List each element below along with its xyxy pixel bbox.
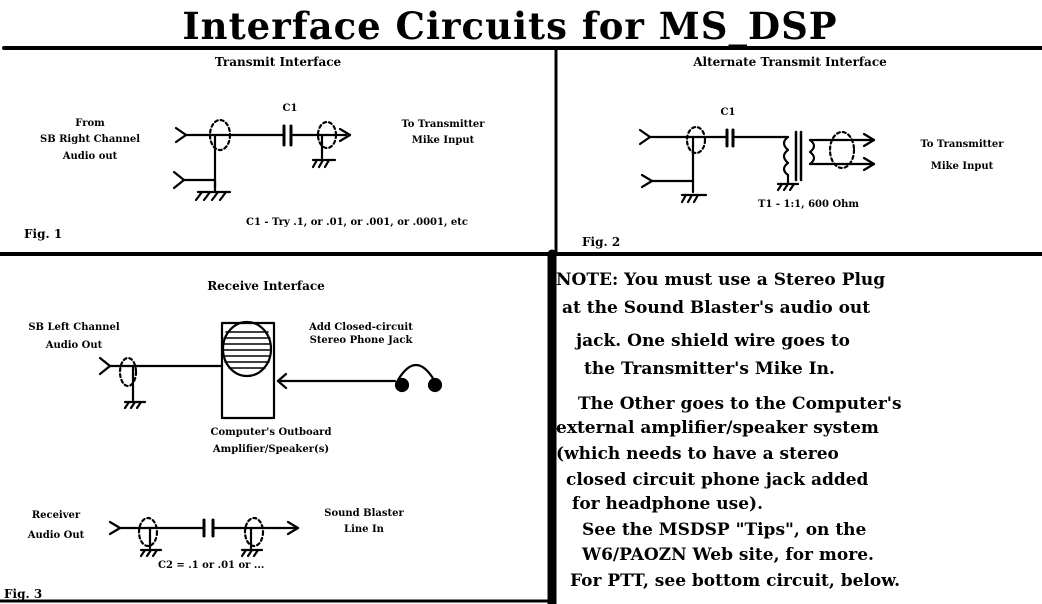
note-line: jack. One shield wire goes to <box>576 331 851 351</box>
fig1-to-line2: Mike Input <box>411 135 475 146</box>
note-line: external amplifier/speaker system <box>556 418 879 438</box>
note-line: W6/PAOZN Web site, for more. <box>582 545 874 565</box>
fig2-label: Fig. 2 <box>582 235 621 249</box>
fig3-jack-line1: Add Closed-circuit <box>309 322 413 333</box>
note-line: The Other goes to the Computer's <box>578 394 902 414</box>
fig1-heading: Transmit Interface <box>214 55 342 69</box>
frame-lines <box>0 46 1042 604</box>
fig3-line-in2: Line In <box>344 524 384 535</box>
fig2-cap-label: C1 <box>720 107 736 118</box>
fig2-heading: Alternate Transmit Interface <box>693 55 887 69</box>
fig2-circuit <box>638 125 876 204</box>
note-line: for headphone use). <box>572 494 763 514</box>
fig1-to-line1: To Transmitter <box>401 119 485 130</box>
fig1-from-line3: Audio out <box>62 151 118 162</box>
fig2-to-line1: To Transmitter <box>920 139 1004 150</box>
fig3-heading: Receive Interface <box>207 279 325 293</box>
fig1-circuit <box>172 118 352 202</box>
note-panel: NOTE: You must use a Stereo Plug at the … <box>556 264 1040 600</box>
fig3-circuit <box>98 320 443 558</box>
note-line: (which needs to have a stereo <box>556 444 839 464</box>
note-line: closed circuit phone jack added <box>566 470 869 490</box>
fig1-from-line1: From <box>75 118 105 129</box>
fig3-spk-line2: Amplifier/Speaker(s) <box>212 444 330 455</box>
note-line: For PTT, see bottom circuit, below. <box>570 571 901 591</box>
fig3-jack-line2: Stereo Phone Jack <box>309 335 413 346</box>
fig1-cap-note: C1 - Try .1, or .01, or .001, or .0001, … <box>246 217 468 228</box>
fig3-label: Fig. 3 <box>4 587 43 601</box>
note-line: at the Sound Blaster's audio out <box>562 298 871 318</box>
note-line: NOTE: You must use a Stereo Plug <box>556 270 886 290</box>
fig3-cap-note: C2 = .1 or .01 or ... <box>158 560 265 571</box>
fig1-label: Fig. 1 <box>24 227 63 241</box>
fig1-from-line2: SB Right Channel <box>39 134 141 145</box>
fig3-rx-line1: Receiver <box>31 510 81 521</box>
fig2-xfmr-label: T1 - 1:1, 600 Ohm <box>758 199 860 210</box>
fig3-sb-line1: SB Left Channel <box>28 322 120 333</box>
note-line: See the MSDSP "Tips", on the <box>582 520 867 540</box>
note-line: the Transmitter's Mike In. <box>584 359 835 379</box>
page-title: Interface Circuits for MS_DSP <box>182 4 838 48</box>
fig3-sb-line2: Audio Out <box>45 340 103 351</box>
fig2-to-line2: Mike Input <box>930 161 994 172</box>
fig3-spk-line1: Computer's Outboard <box>210 427 332 438</box>
fig3-rx-line2: Audio Out <box>27 530 85 541</box>
fig1-cap-label: C1 <box>282 103 298 114</box>
fig3-line-in1: Sound Blaster <box>324 508 404 519</box>
